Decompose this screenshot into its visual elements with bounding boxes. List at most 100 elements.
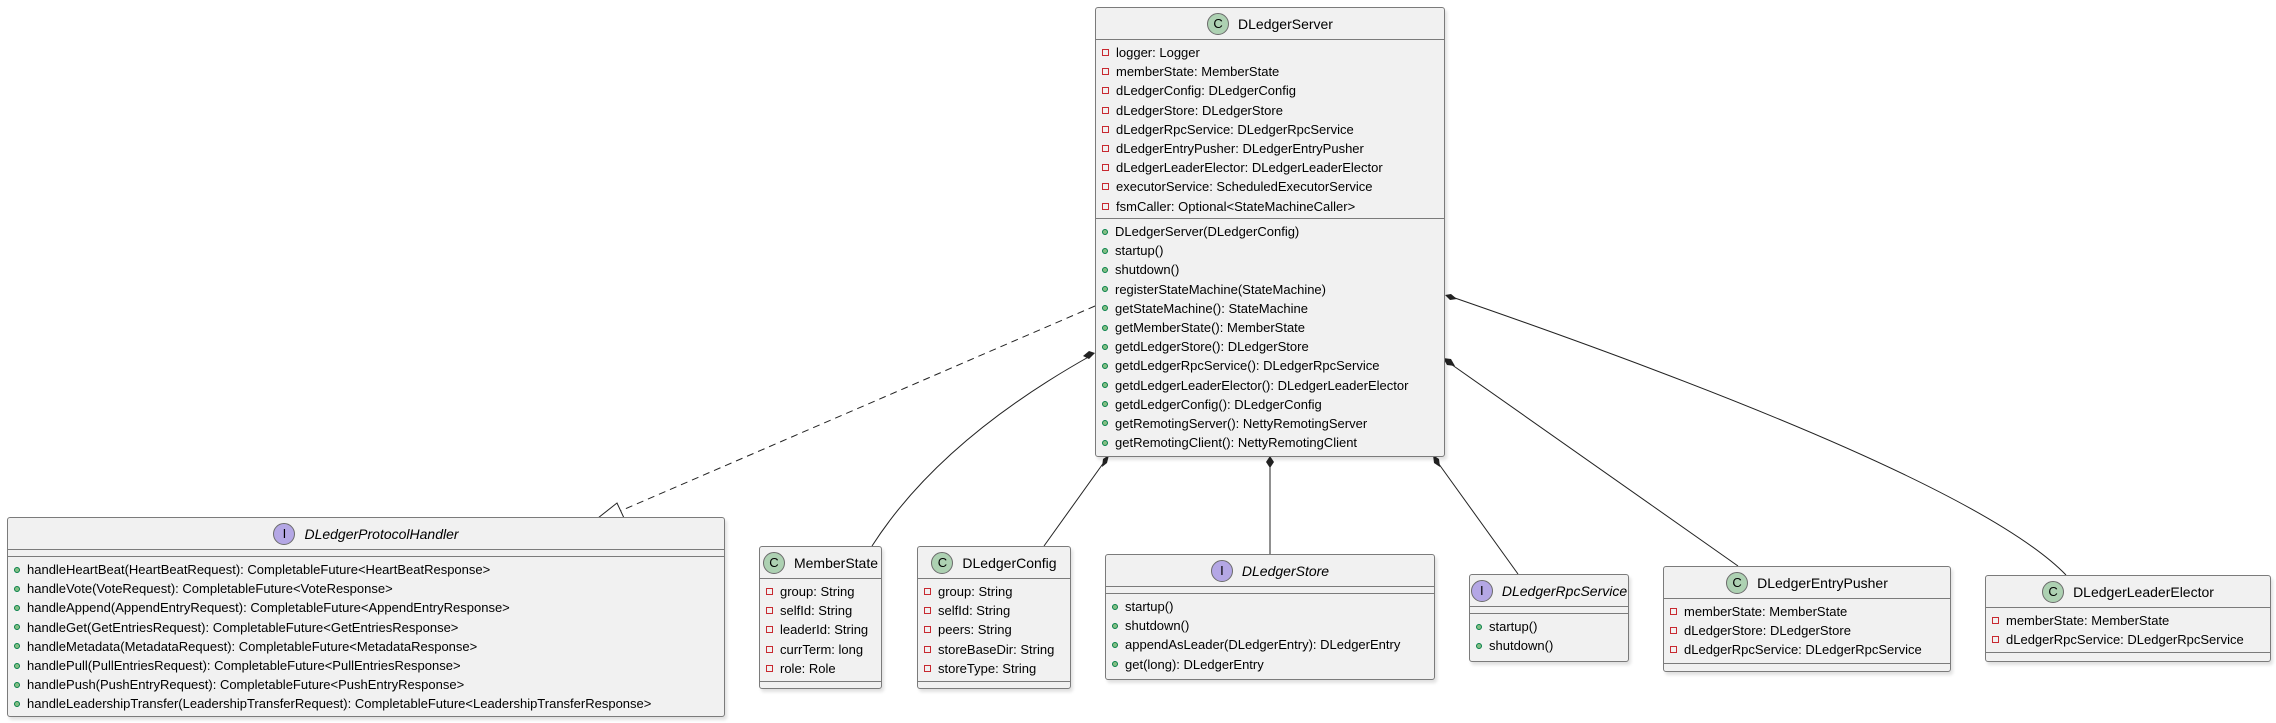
class-name: DLedgerEntryPusher <box>1757 574 1888 591</box>
edge-server-implements-protocolhandler <box>617 305 1096 513</box>
methods-section <box>1986 653 2270 659</box>
class-header: C DLedgerServer <box>1096 8 1444 40</box>
composition-diamond <box>1443 358 1455 366</box>
class-header: C MemberState <box>760 547 881 579</box>
method-signature: get(long): DLedgerEntry <box>1125 656 1264 672</box>
method-row: shutdown() <box>1106 616 1434 635</box>
method-row: getMemberState(): MemberState <box>1096 318 1444 337</box>
method-signature: handleLeadershipTransfer(LeadershipTrans… <box>27 696 652 712</box>
public-visibility-icon <box>1102 362 1108 369</box>
field-declaration: dLedgerStore: DLedgerStore <box>1116 102 1283 118</box>
field-row: peers: String <box>918 620 1070 639</box>
public-visibility-icon <box>1476 623 1482 630</box>
private-visibility-icon <box>924 664 931 672</box>
method-signature: startup() <box>1125 599 1174 615</box>
method-row: getdLedgerLeaderElector(): DLedgerLeader… <box>1096 376 1444 395</box>
field-declaration: executorService: ScheduledExecutorServic… <box>1116 179 1373 195</box>
method-signature: handleMetadata(MetadataRequest): Complet… <box>27 638 478 654</box>
composition-diamond <box>1083 351 1095 359</box>
method-row: handleHeartBeat(HeartBeatRequest): Compl… <box>8 560 724 579</box>
method-row: handleVote(VoteRequest): CompletableFutu… <box>8 579 724 598</box>
public-visibility-icon <box>1102 247 1108 254</box>
field-declaration: fsmCaller: Optional<StateMachineCaller> <box>1116 198 1356 214</box>
method-signature: getRemotingClient(): NettyRemotingClient <box>1115 435 1358 451</box>
private-visibility-icon <box>924 645 931 653</box>
public-visibility-icon <box>14 662 20 669</box>
method-row: getdLedgerStore(): DLedgerStore <box>1096 337 1444 356</box>
field-row: logger: Logger <box>1096 43 1444 62</box>
class-name: MemberState <box>793 554 879 571</box>
methods-section: startup()shutdown() appendAsLeader(DLedge… <box>1106 594 1434 677</box>
methods-section <box>918 682 1070 688</box>
private-visibility-icon <box>1670 608 1677 616</box>
method-row: handleGet(GetEntriesRequest): Completabl… <box>8 618 724 637</box>
class-name: DLedgerRpcService <box>1501 582 1628 599</box>
private-visibility-icon <box>924 626 931 634</box>
field-row: role: Role <box>760 659 881 678</box>
method-signature: handleAppend(AppendEntryRequest): Comple… <box>27 600 510 616</box>
methods-section <box>760 682 881 688</box>
field-row: storeType: String <box>918 659 1070 678</box>
field-declaration: dLedgerRpcService: DLedgerRpcService <box>1684 642 1922 658</box>
method-signature: registerStateMachine(StateMachine) <box>1115 281 1326 297</box>
method-row: registerStateMachine(StateMachine) <box>1096 280 1444 299</box>
private-visibility-icon <box>1992 617 1999 625</box>
field-declaration: dLedgerRpcService: DLedgerRpcService <box>1116 121 1354 137</box>
public-visibility-icon <box>1102 305 1108 312</box>
private-visibility-icon <box>1102 125 1109 133</box>
class-header: C DLedgerEntryPusher <box>1664 567 1950 599</box>
public-visibility-icon <box>1112 641 1118 648</box>
method-row: getRemotingClient(): NettyRemotingClient <box>1096 433 1444 452</box>
method-signature: getdLedgerLeaderElector(): DLedgerLeader… <box>1115 377 1409 393</box>
method-row: appendAsLeader(DLedgerEntry): DLedgerEnt… <box>1106 635 1434 654</box>
field-row: dLedgerConfig: DLedgerConfig <box>1096 81 1444 100</box>
field-row: dLedgerStore: DLedgerStore <box>1664 621 1950 640</box>
public-visibility-icon <box>1102 439 1108 446</box>
private-visibility-icon <box>1102 87 1109 95</box>
edge-server-composes-config <box>1043 457 1108 547</box>
method-signature: getStateMachine(): StateMachine <box>1115 300 1308 316</box>
class-name: DLedgerProtocolHandler <box>304 525 459 542</box>
method-row: handleAppend(AppendEntryRequest): Comple… <box>8 598 724 617</box>
field-declaration: leaderId: String <box>780 622 869 638</box>
class-header: C DLedgerConfig <box>918 547 1070 579</box>
private-visibility-icon <box>766 626 773 634</box>
method-row: startup() <box>1096 241 1444 260</box>
fields-section: memberState: MemberState dLedgerStore: DL… <box>1664 599 1950 664</box>
method-signature: handleHeartBeat(HeartBeatRequest): Compl… <box>27 562 491 578</box>
public-visibility-icon <box>14 604 20 611</box>
field-row: group: String <box>918 582 1070 601</box>
field-declaration: currTerm: long <box>780 641 864 657</box>
method-signature: getMemberState(): MemberState <box>1115 320 1306 336</box>
field-row: memberState: MemberState <box>1664 602 1950 621</box>
private-visibility-icon <box>1102 164 1109 172</box>
method-row: startup() <box>1106 597 1434 616</box>
interface-dledgerprotocolhandler: I DLedgerProtocolHandler handleHeartBeat… <box>7 517 725 717</box>
method-row: startup() <box>1470 617 1628 636</box>
field-row: storeBaseDir: String <box>918 640 1070 659</box>
field-declaration: peers: String <box>938 622 1012 638</box>
methods-section <box>1664 664 1950 670</box>
interface-dledgerrpcservice: I DLedgerRpcService startup()shutdown() <box>1469 574 1629 662</box>
method-signature: startup() <box>1489 619 1538 635</box>
private-visibility-icon <box>1102 106 1109 114</box>
method-signature: handleGet(GetEntriesRequest): Completabl… <box>27 619 459 635</box>
method-signature: appendAsLeader(DLedgerEntry): DLedgerEnt… <box>1125 637 1401 653</box>
private-visibility-icon <box>924 588 931 596</box>
public-visibility-icon <box>1112 603 1118 610</box>
field-declaration: group: String <box>780 584 855 600</box>
private-visibility-icon <box>1102 68 1109 76</box>
public-visibility-icon <box>1102 420 1108 427</box>
method-signature: handleVote(VoteRequest): CompletableFutu… <box>27 581 393 597</box>
field-declaration: role: Role <box>780 660 836 676</box>
method-row: getdLedgerRpcService(): DLedgerRpcServic… <box>1096 356 1444 375</box>
interface-dledgerstore: I DLedgerStore startup()shutdown()append… <box>1105 554 1435 680</box>
field-declaration: storeType: String <box>938 660 1037 676</box>
public-visibility-icon <box>14 566 20 573</box>
public-visibility-icon <box>14 681 20 688</box>
edge-server-composes-pusher <box>1447 361 1739 567</box>
field-declaration: dLedgerStore: DLedgerStore <box>1684 623 1851 639</box>
